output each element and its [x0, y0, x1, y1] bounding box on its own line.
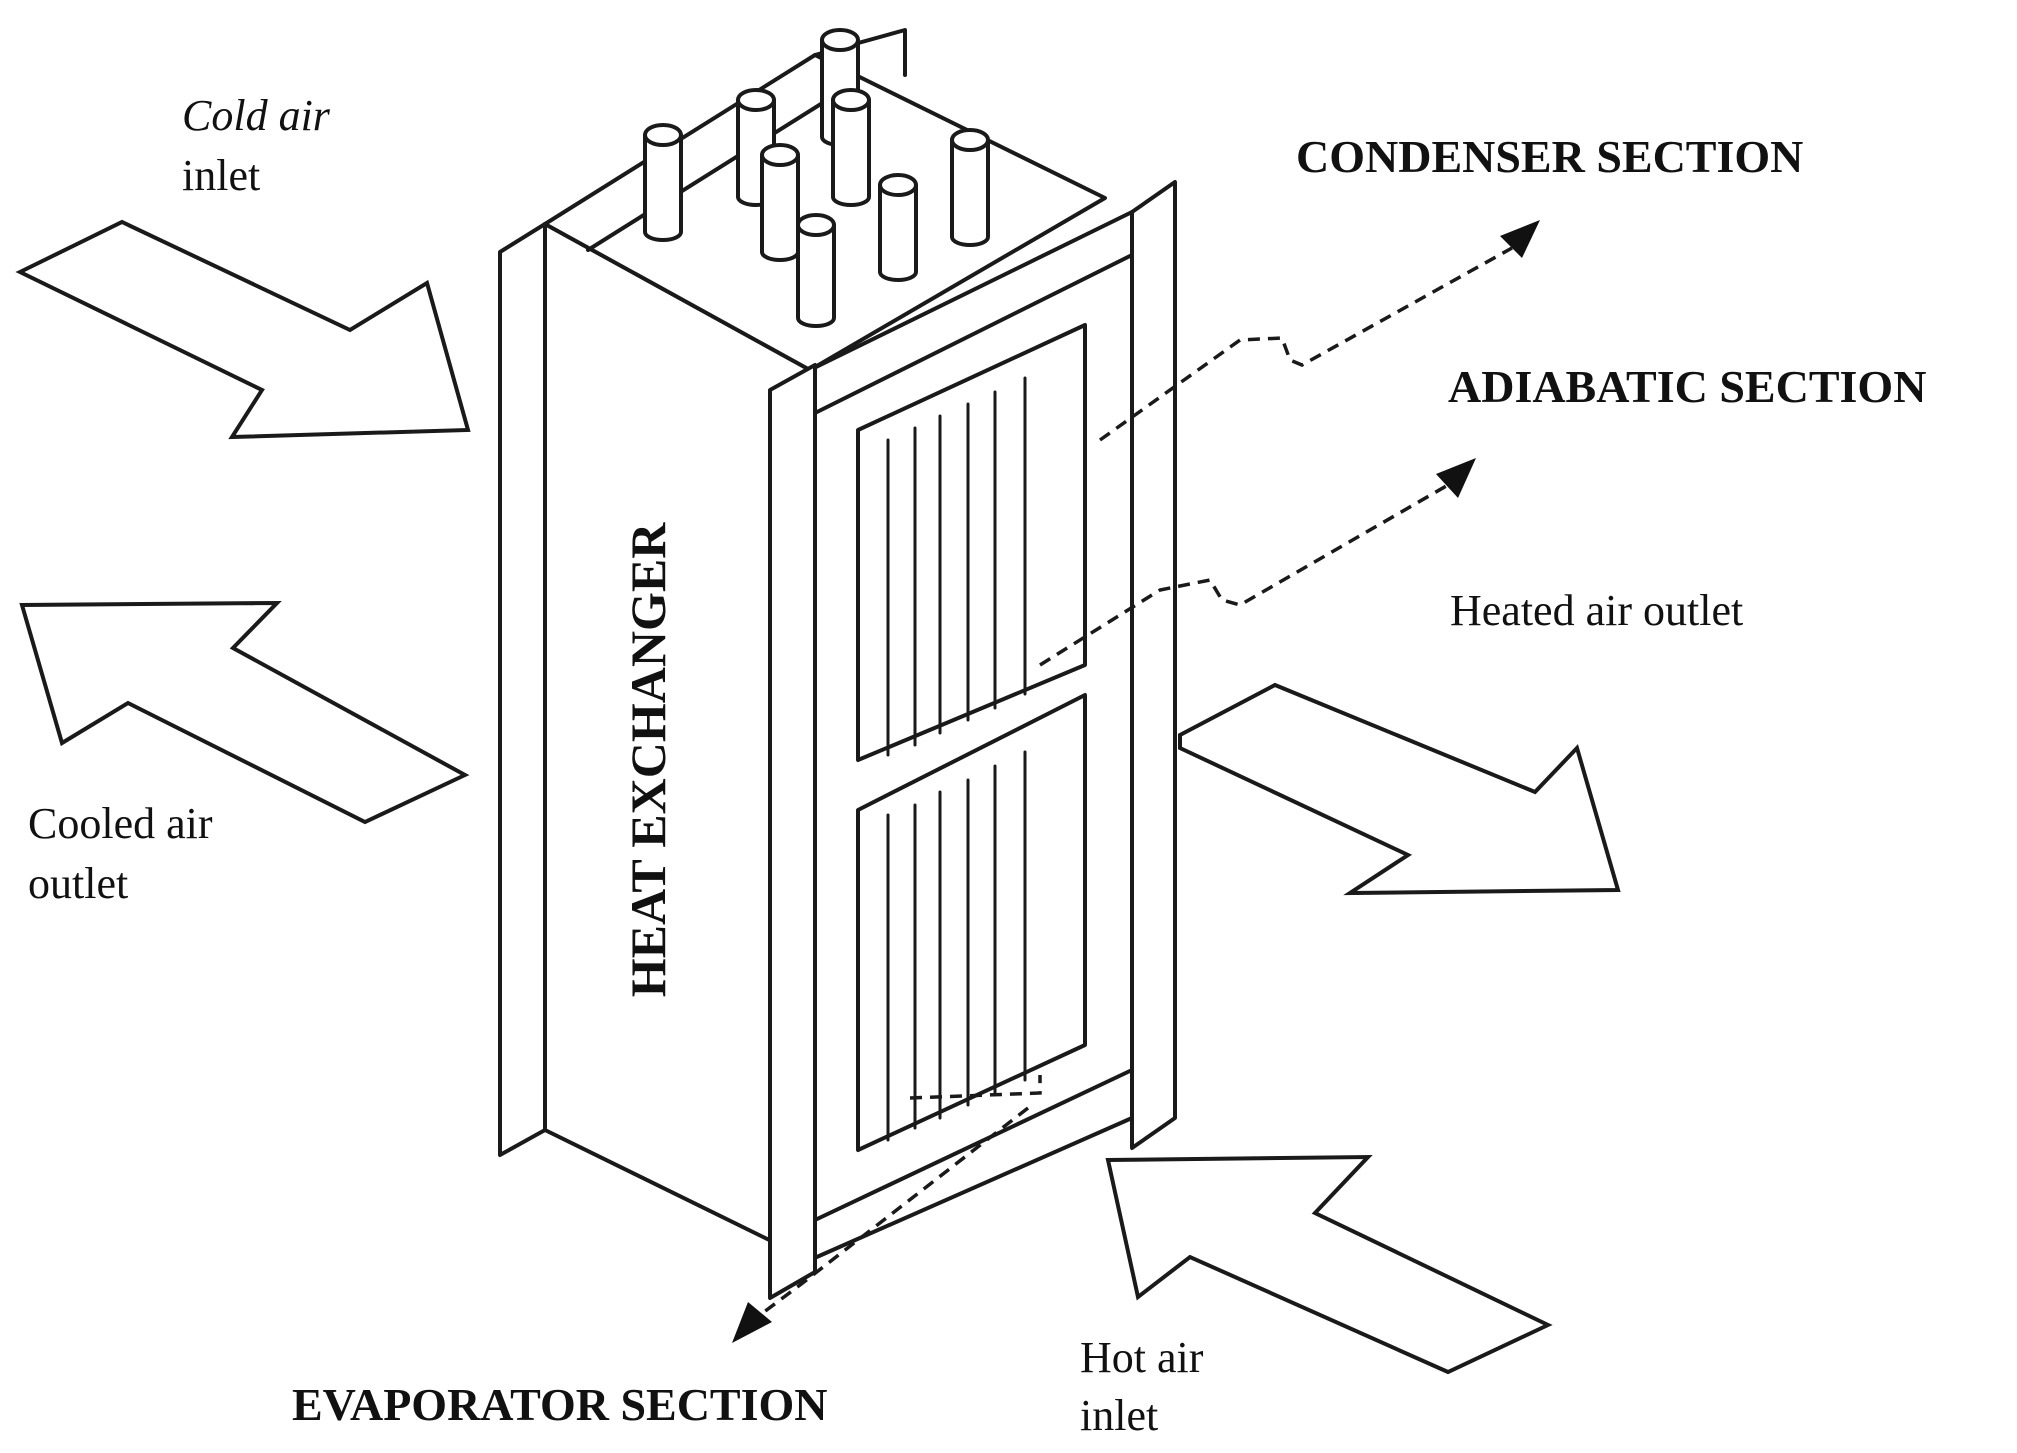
- pipe-top: [760, 143, 800, 262]
- pipe-top: [831, 88, 871, 207]
- pipe-top: [950, 128, 990, 247]
- pipe-top: [796, 213, 836, 328]
- cold-air-inlet-label-line1: Cold air: [182, 91, 331, 140]
- evaporator-leader-line: [758, 1106, 1030, 1317]
- adiabatic-leader-line: [1039, 483, 1449, 667]
- cooled-air-outlet-arrow: [19, 600, 470, 825]
- heated-air-outlet-arrow: [1178, 682, 1621, 896]
- heat-exchanger-body: [498, 28, 1177, 1300]
- cooled-air-outlet-label-line2: outlet: [28, 859, 128, 908]
- condenser-section-label: CONDENSER SECTION: [1296, 131, 1803, 182]
- adiabatic-arrowhead: [1436, 458, 1476, 498]
- condenser-arrowhead: [1500, 220, 1540, 258]
- cold-air-inlet-arrow: [15, 219, 471, 440]
- heat-pipe-tops: [643, 28, 990, 328]
- cooled-air-outlet-label-line1: Cooled air: [28, 799, 213, 848]
- evaporator-arrowhead: [732, 1302, 772, 1343]
- heat-exchanger-label: HEAT EXCHANGER: [620, 522, 676, 998]
- hot-air-inlet-label-line1: Hot air: [1080, 1333, 1204, 1382]
- cold-air-inlet-label-line2: inlet: [182, 151, 260, 200]
- adiabatic-section-label: ADIABATIC SECTION: [1448, 361, 1926, 412]
- hot-air-inlet-label-line2: inlet: [1080, 1391, 1158, 1440]
- hot-air-inlet-arrow: [1105, 1154, 1553, 1375]
- heated-air-outlet-label: Heated air outlet: [1450, 586, 1743, 635]
- pipe-top: [878, 173, 918, 282]
- pipe-top: [643, 123, 683, 242]
- condenser-leader-line: [1098, 246, 1513, 442]
- evaporator-section-label: EVAPORATOR SECTION: [292, 1379, 828, 1430]
